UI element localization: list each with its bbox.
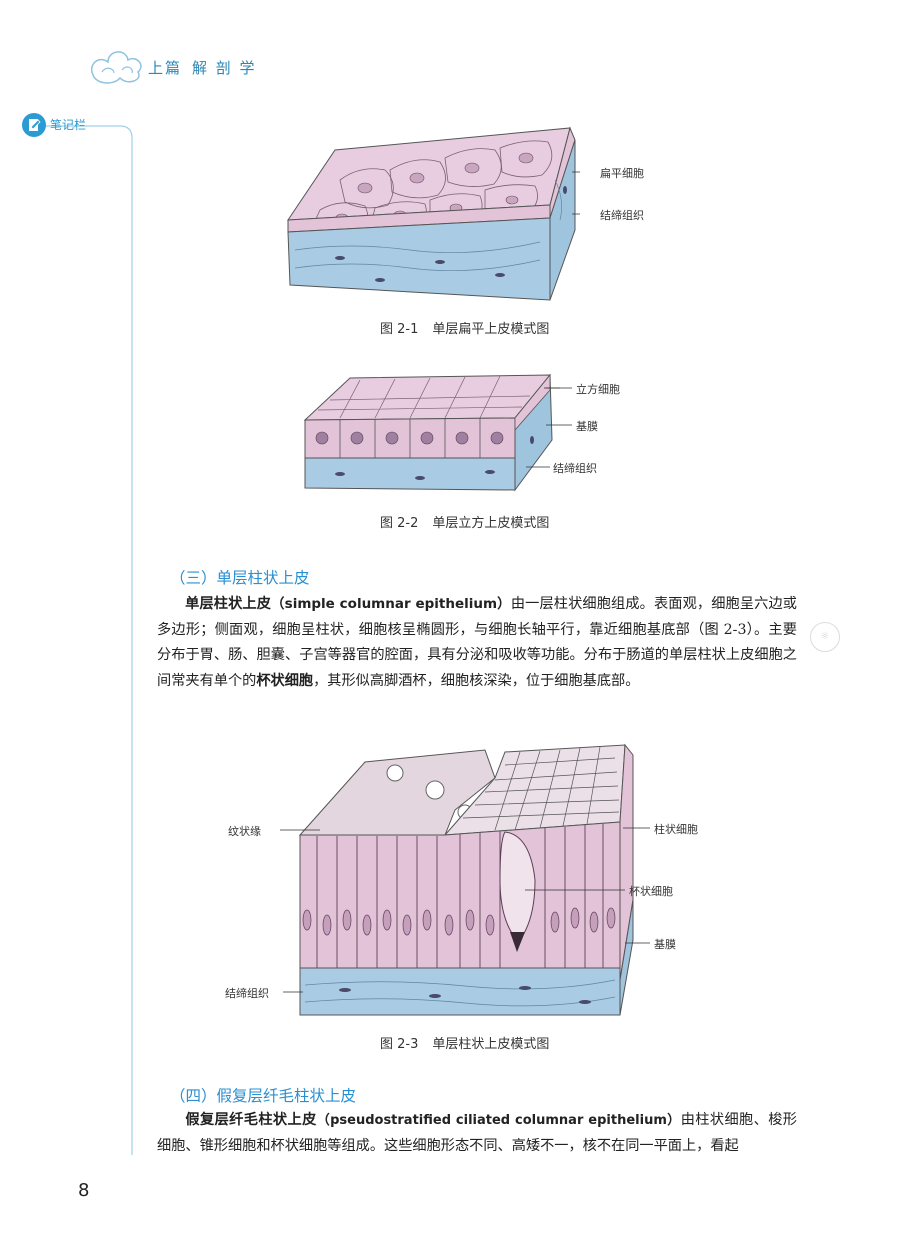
term-pseudostratified: 假复层纤毛柱状上皮: [185, 1112, 317, 1128]
simple-columnar-epithelium-illustration: [298, 743, 634, 1016]
label-basement-membrane: 基膜: [654, 938, 676, 951]
header-title: 解 剖 学: [192, 59, 257, 77]
figure-caption: 图 2-2 单层立方上皮模式图: [380, 512, 549, 531]
paragraph-pseudostratified: 假复层纤毛柱状上皮（pseudostratified ciliated colu…: [157, 1108, 797, 1159]
figure-number: 图 2-2: [380, 516, 419, 531]
running-header: 上篇解 剖 学: [88, 40, 288, 90]
figure-2-2-leader-lines: [526, 387, 572, 468]
simple-squamous-epithelium-illustration: [287, 126, 580, 301]
term-goblet-cell: 杯状细胞: [256, 672, 314, 689]
term-english: （simple columnar epithelium）: [271, 596, 511, 612]
figure-2-3-leader-lines: [280, 827, 650, 993]
label-squamous-cell: 扁平细胞: [600, 167, 644, 180]
term-simple-columnar: 单层柱状上皮: [185, 596, 272, 612]
paragraph-text: 由一层柱状细胞组成。表面观，细胞呈六边或多边形；侧面观，细胞呈柱状，细胞核呈椭圆…: [157, 596, 797, 689]
notes-pencil-icon: [22, 113, 46, 137]
label-connective-tissue: 结缔组织: [600, 209, 644, 222]
figure-2-1: 扁平细胞 结缔组织 图 2-1 单层扁平上皮模式图: [280, 120, 680, 360]
term-english: （pseudostratified ciliated columnar epit…: [316, 1113, 681, 1128]
paragraph-simple-columnar: 单层柱状上皮（simple columnar epithelium）由一层柱状细…: [157, 592, 797, 694]
figure-title: 单层柱状上皮模式图: [432, 1037, 550, 1052]
notes-label: 笔记栏: [50, 118, 87, 132]
label-connective-tissue: 结缔组织: [225, 987, 269, 1000]
figure-number: 图 2-1: [380, 322, 419, 337]
label-cuboidal-cell: 立方细胞: [576, 383, 620, 396]
header-part: 上篇: [148, 59, 183, 77]
figure-caption: 图 2-3 单层柱状上皮模式图: [380, 1033, 549, 1052]
figure-2-3: 纹状缘 柱状细胞 杯状细胞 基膜 结缔组织 图 2-3 单层柱状上皮模式图: [225, 740, 745, 1060]
paragraph-text-end: ，其形似高脚酒杯，细胞核深染，位于细胞基底部。: [313, 672, 640, 689]
page-number: 8: [78, 1180, 90, 1201]
figure-title: 单层立方上皮模式图: [432, 516, 550, 531]
label-connective-tissue: 结缔组织: [553, 462, 597, 475]
simple-cuboidal-epithelium-illustration: [303, 373, 560, 492]
header-text: 上篇解 剖 学: [148, 57, 257, 78]
section-heading-simple-columnar: （三）单层柱状上皮: [170, 569, 310, 587]
cloud-ornament-icon: [91, 51, 142, 84]
label-goblet-cell: 杯状细胞: [629, 885, 673, 898]
section-heading-pseudostratified: （四）假复层纤毛柱状上皮: [170, 1087, 357, 1105]
label-striated-border: 纹状缘: [228, 825, 261, 838]
figure-caption: 图 2-1 单层扁平上皮模式图: [380, 318, 549, 337]
figure-title: 单层扁平上皮模式图: [432, 322, 550, 337]
label-columnar-cell: 柱状细胞: [654, 823, 698, 836]
notes-column: 笔记栏: [22, 113, 132, 137]
figure-2-2: 立方细胞 基膜 结缔组织 图 2-2 单层立方上皮模式图: [300, 370, 700, 540]
side-watermark-icon: ☼: [810, 622, 840, 652]
label-basement-membrane: 基膜: [576, 420, 598, 433]
paragraph-text: 由柱状细胞、梭形细胞、锥形细胞和杯状细胞等组成。这些细胞形态不同、高矮不一，核不…: [157, 1112, 797, 1154]
figure-number: 图 2-3: [380, 1037, 419, 1052]
